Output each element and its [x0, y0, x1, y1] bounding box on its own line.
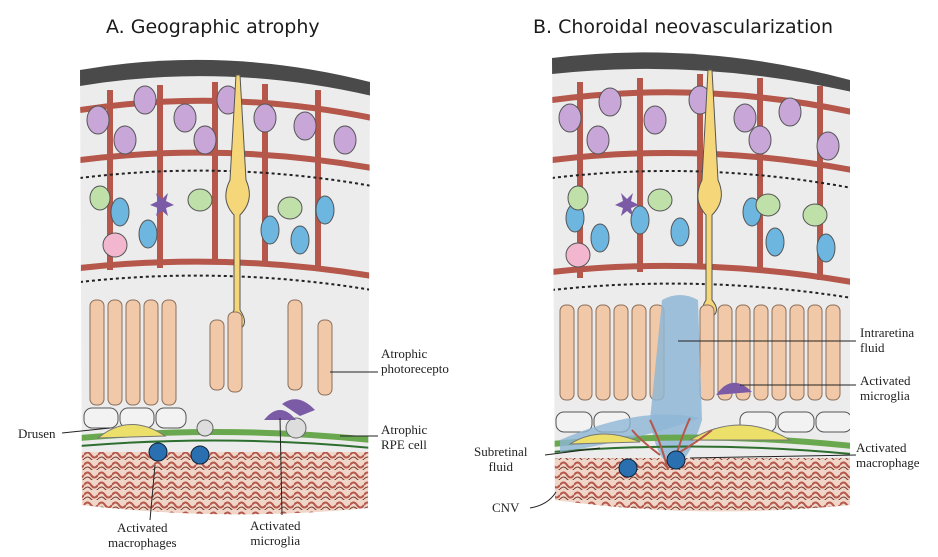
horizontal-cell	[103, 233, 127, 257]
label-drusen: Drusen	[18, 426, 56, 441]
label-intraretina-fluid: Intraretina fluid	[860, 325, 914, 355]
label-activated-macrophages: Activated macrophages	[108, 520, 177, 550]
horizontal-cell-b	[566, 243, 590, 267]
label-subretinal-fluid: Subretinal fluid	[474, 444, 527, 474]
choroid	[60, 452, 380, 522]
label-atrophic-photoreceptor: Atrophic photorecepto	[381, 346, 449, 376]
label-cnv: CNV	[492, 500, 519, 515]
panel-a-retina	[60, 40, 380, 522]
label-activated-macrophage: Activated macrophage	[856, 440, 920, 470]
label-atrophic-rpe: Atrophic RPE cell	[381, 422, 427, 452]
choroid-b	[540, 458, 860, 520]
label-activated-microglia-b: Activated microglia	[860, 373, 911, 403]
panel-b-retina	[540, 30, 860, 520]
label-activated-microglia-a: Activated microglia	[250, 518, 301, 548]
